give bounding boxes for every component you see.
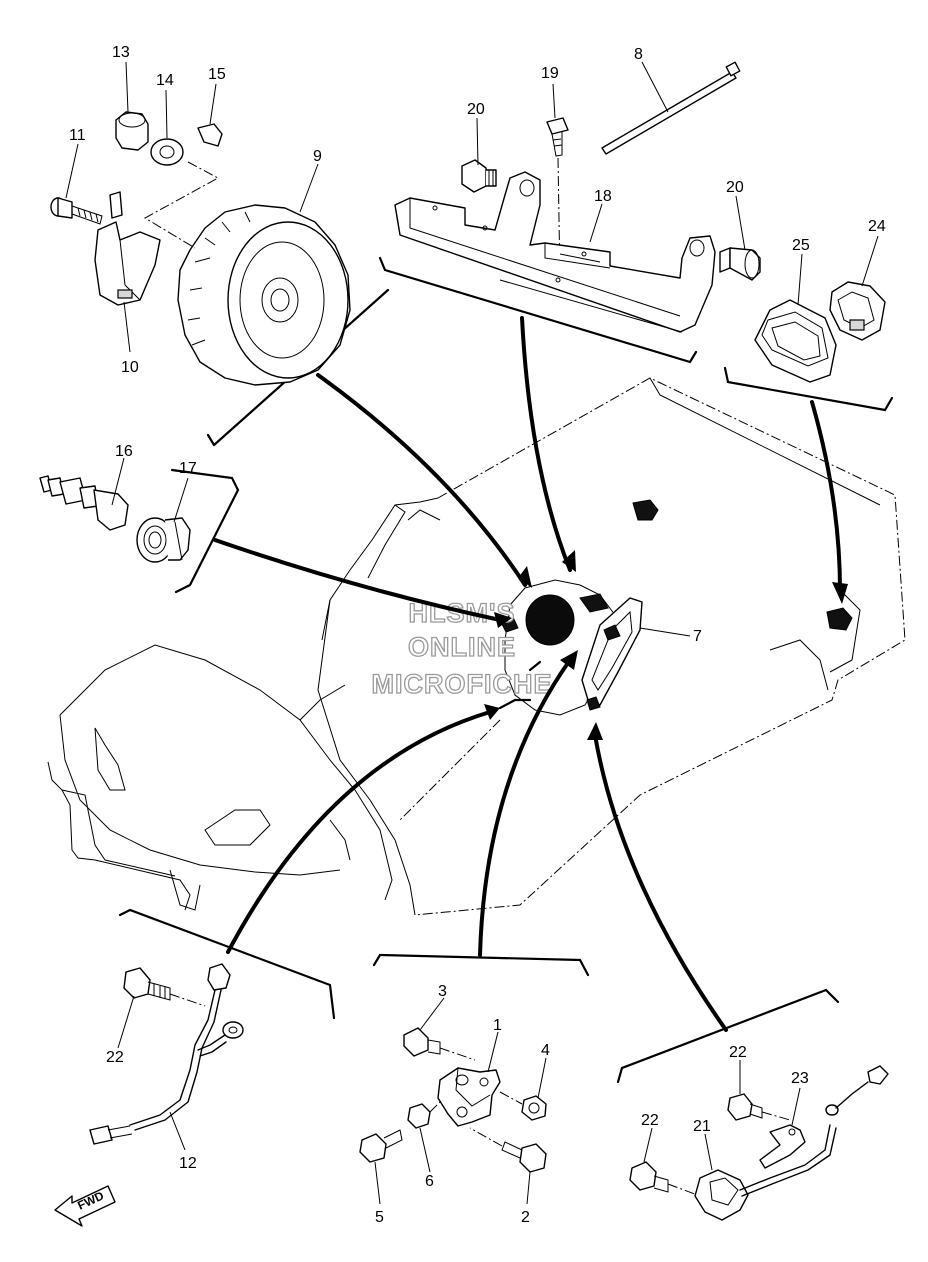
- bolt-part-22-upper: [727, 1093, 791, 1121]
- bolt-part-20-left: [461, 159, 497, 193]
- callout-3: 3: [438, 983, 447, 1000]
- bolt-part-22-lower: [629, 1161, 701, 1197]
- callout-21: 21: [693, 1118, 711, 1135]
- sensor-part-21: [694, 1065, 889, 1221]
- wire-harness-part-12: [89, 963, 244, 1145]
- switch-group: [39, 475, 191, 563]
- bolt-part-11: [50, 197, 103, 225]
- watermark-line2: ONLINE: [408, 632, 516, 662]
- grommet-group: [754, 281, 886, 383]
- bolt-part-3: [403, 1027, 476, 1061]
- woodruff-key-part-15: [197, 123, 223, 147]
- cable-tie-part-8: [601, 61, 741, 155]
- callout-20-right: 20: [726, 179, 744, 196]
- callout-19: 19: [541, 65, 559, 82]
- nut-part-13: [115, 111, 149, 151]
- callout-6: 6: [425, 1173, 434, 1190]
- callout-10: 10: [121, 359, 139, 376]
- group-frames: [118, 256, 894, 1084]
- stay-group: [359, 1027, 547, 1173]
- callout-22-lower: 22: [641, 1112, 659, 1129]
- callout-8: 8: [634, 46, 643, 63]
- callout-13: 13: [112, 44, 130, 61]
- callout-23: 23: [791, 1070, 809, 1087]
- callout-1: 1: [493, 1017, 502, 1034]
- flywheel-group: [50, 111, 351, 386]
- callout-4: 4: [541, 1042, 550, 1059]
- callout-16: 16: [115, 443, 133, 460]
- nut-part-6: [407, 1099, 443, 1129]
- sensor-group: [629, 1065, 889, 1221]
- callout-20-left: 20: [467, 101, 485, 118]
- callout-22-left: 22: [106, 1049, 124, 1066]
- vehicle-outline: [47, 377, 906, 916]
- callout-2: 2: [521, 1209, 530, 1226]
- leader-arrows: [213, 316, 848, 1032]
- grommet-part-17: [136, 517, 191, 563]
- callout-15: 15: [208, 66, 226, 83]
- nut-part-4: [499, 1091, 547, 1121]
- bolt-part-5: [359, 1129, 403, 1163]
- bolt-part-22-left: [123, 967, 206, 1007]
- callout-5: 5: [375, 1209, 384, 1226]
- center-assembly: [498, 579, 643, 716]
- callout-18: 18: [594, 188, 612, 205]
- pulser-coil-part-10: [94, 191, 161, 306]
- bracket-part-18: [394, 171, 716, 333]
- bracket-group: [394, 61, 761, 333]
- bolt-part-19: [546, 117, 569, 281]
- callout-24: 24: [868, 218, 886, 235]
- callout-11: 11: [69, 127, 86, 144]
- fwd-arrow: FWD: [54, 1185, 116, 1227]
- switch-part-16: [39, 475, 129, 531]
- callout-7: 7: [693, 628, 702, 645]
- callout-22-upper: 22: [729, 1044, 747, 1061]
- callout-17: 17: [179, 460, 197, 477]
- flywheel-part-9: [177, 204, 351, 386]
- callout-9: 9: [313, 148, 322, 165]
- bolt-part-20-right: [719, 247, 761, 281]
- bolt-part-2: [469, 1127, 547, 1173]
- watermark-line3: MICROFICHE: [372, 669, 553, 699]
- washer-part-14: [150, 138, 184, 166]
- callout-14: 14: [156, 72, 174, 89]
- rotor-installed: [525, 594, 575, 646]
- grommet-part-25: [754, 299, 837, 383]
- stay-part-1: [437, 1067, 501, 1127]
- callout-25: 25: [792, 237, 810, 254]
- callout-leaders: [65, 61, 879, 1205]
- harness-group: [89, 963, 244, 1145]
- callout-12: 12: [179, 1155, 197, 1172]
- callout-labels: 13 14 15 11 9 10 20 19 8 18 20 24 25 16 …: [69, 44, 886, 1226]
- plate-part-23: [759, 1124, 806, 1169]
- grommet-part-24: [829, 281, 886, 341]
